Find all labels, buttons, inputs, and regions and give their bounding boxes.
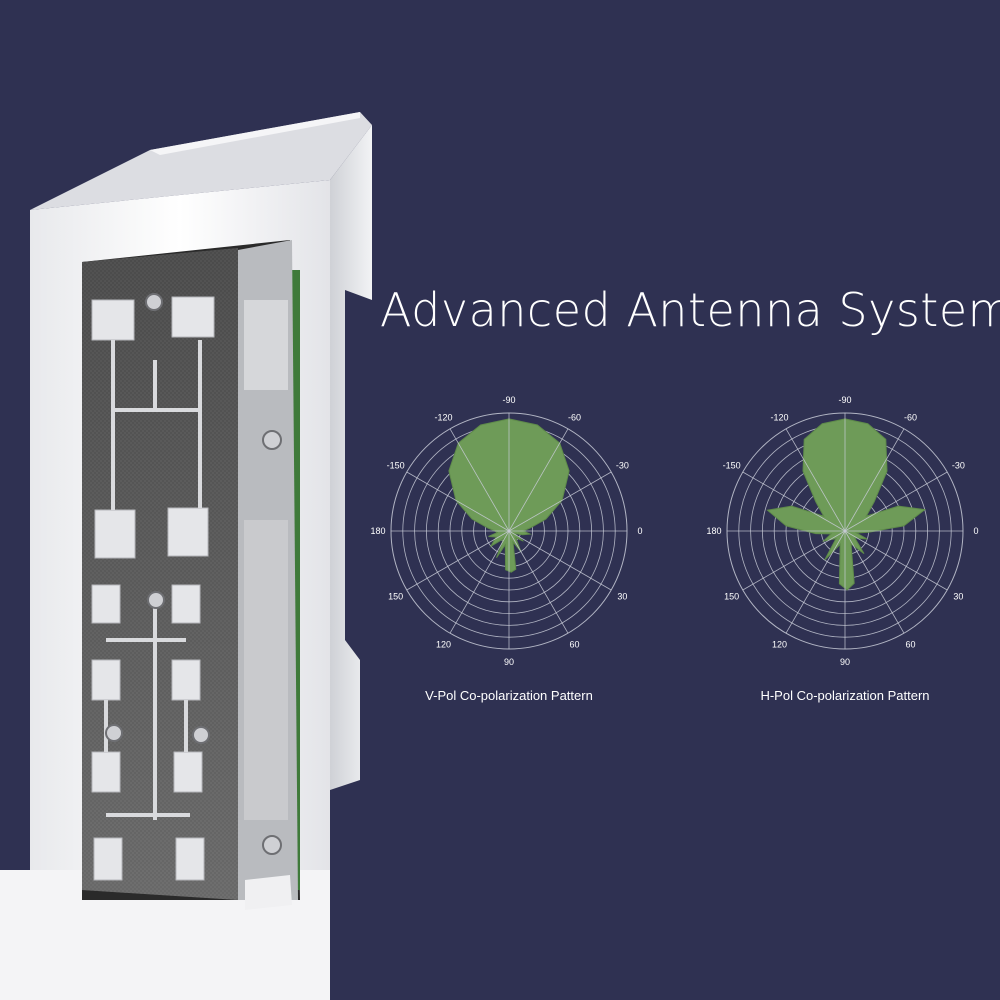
v-pol-angle-label: -120	[434, 413, 452, 423]
v-pol-angle-label: -150	[387, 461, 405, 471]
v-pol-angle-label: -90	[502, 395, 515, 405]
h-pol-angle-label: 180	[706, 526, 721, 536]
h-pol-spoke	[785, 428, 846, 532]
h-pol-spoke	[844, 530, 948, 591]
h-pol-polar-chart: -90 -60 -30 0 30 60 90 120 150 180 -150 -120	[706, 395, 978, 667]
h-pol-spoke	[844, 428, 905, 532]
v-pol-angle-label: 180	[370, 526, 385, 536]
h-pol-angle-label: -150	[723, 461, 741, 471]
h-pol-angle-label: -60	[904, 413, 917, 423]
h-pol-angle-label: 0	[973, 526, 978, 536]
product-photo	[0, 112, 372, 1000]
v-pol-spoke	[508, 471, 612, 532]
v-pol-angle-label: 60	[569, 639, 579, 649]
h-pol-angle-label: -30	[952, 461, 965, 471]
h-pol-angle-label: 60	[905, 639, 915, 649]
headline: Advanced Antenna System	[380, 283, 1000, 337]
v-pol-spoke	[508, 530, 569, 634]
v-pol-spoke	[449, 530, 510, 634]
h-pol-angle-label: 90	[840, 657, 850, 667]
h-pol-spoke	[742, 471, 846, 532]
h-pol-angle-label: 150	[724, 592, 739, 602]
h-pol-pattern-area	[766, 418, 927, 591]
antenna-patches	[91, 296, 215, 881]
v-pol-spoke	[449, 428, 510, 532]
housing-top	[30, 112, 372, 210]
v-pol-angle-label: -30	[616, 461, 629, 471]
h-pol-caption: H-Pol Co-polarization Pattern	[760, 688, 930, 703]
v-pol-caption: V-Pol Co-polarization Pattern	[425, 688, 593, 703]
screws	[105, 293, 282, 855]
v-pol-spoke	[508, 530, 612, 591]
feed-lines	[104, 340, 202, 820]
h-pol-spoke	[844, 530, 905, 634]
housing-side	[330, 125, 372, 790]
v-pol-polar-chart: -90 -60 -30 0 30 60 90 120 150 180 -150 -120	[370, 395, 642, 667]
h-pol-spoke	[844, 471, 948, 532]
v-pol-angle-label: 120	[436, 639, 451, 649]
bottom-bracket	[245, 875, 292, 910]
v-pol-angle-label: -60	[568, 413, 581, 423]
h-pol-spoke	[742, 530, 846, 591]
h-pol-angle-label: 30	[953, 592, 963, 602]
v-pol-angle-label: 150	[388, 592, 403, 602]
v-pol-angle-label: 0	[637, 526, 642, 536]
v-pol-angle-label: 30	[617, 592, 627, 602]
v-pol-spoke	[406, 530, 510, 591]
h-pol-angle-label: 120	[772, 639, 787, 649]
h-pol-angle-label: -120	[770, 413, 788, 423]
v-pol-spoke	[406, 471, 510, 532]
h-pol-spoke	[785, 530, 846, 634]
v-pol-angle-label: 90	[504, 657, 514, 667]
v-pol-spoke	[508, 428, 569, 532]
h-pol-angle-label: -90	[838, 395, 851, 405]
